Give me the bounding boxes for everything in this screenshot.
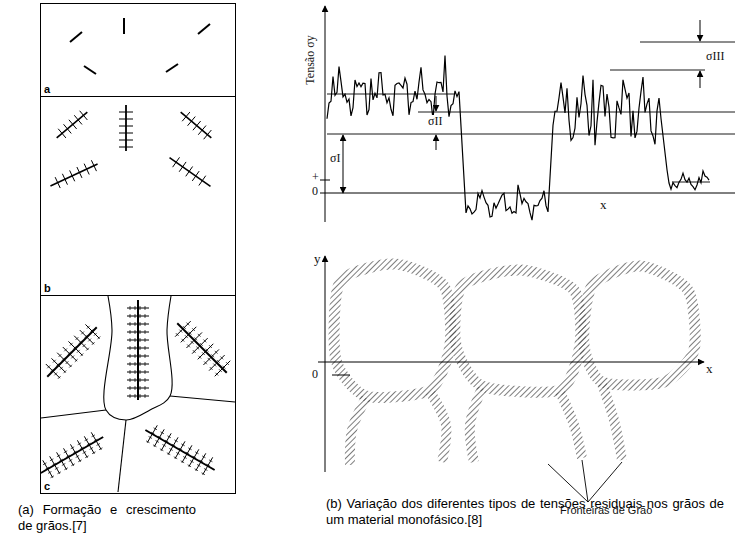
- chart-label: σI: [330, 152, 340, 165]
- figure-caption: (a) Formação e crescimento de grãos.[7]: [18, 502, 196, 535]
- leader-lines: [548, 460, 622, 502]
- panel-box: a: [40, 3, 236, 97]
- chart-label: 0: [312, 185, 318, 198]
- chart-label: y: [314, 252, 321, 266]
- grain-drawings: [41, 18, 235, 492]
- chart-label: σII: [428, 115, 442, 128]
- panel-letter: a: [42, 83, 52, 95]
- panel-letter: c: [42, 480, 52, 492]
- chart-label: σIII: [706, 50, 724, 63]
- panel-box: c: [40, 295, 236, 494]
- axis-label: Tensão σy: [304, 35, 317, 84]
- panel-letter: b: [42, 282, 53, 294]
- panel-box: b: [40, 96, 236, 296]
- axes: [318, 256, 704, 472]
- chart-label: x: [706, 362, 713, 376]
- figure-caption: (b) Variação dos diferentes tipos de ten…: [326, 496, 724, 529]
- stress-chart: [320, 6, 735, 222]
- chart-label: x: [600, 198, 607, 212]
- chart-label: 0: [312, 368, 318, 381]
- grain-boundaries: [334, 264, 695, 465]
- chart-label: +: [312, 171, 319, 184]
